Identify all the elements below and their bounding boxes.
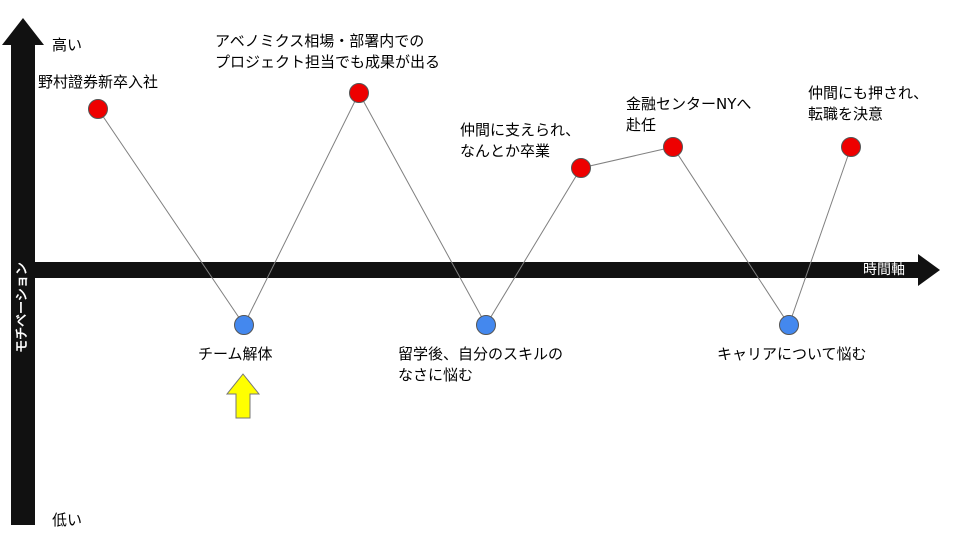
event-point-e7 bbox=[779, 315, 799, 335]
event-label-e6: 金融センターNYへ 赴任 bbox=[626, 95, 752, 134]
event-point-e2 bbox=[234, 315, 254, 335]
event-label-e5: 仲間に支えられ、 なんとか卒業 bbox=[460, 121, 581, 160]
event-point-e1 bbox=[88, 99, 108, 119]
event-label-e4: 留学後、自分のスキルの なさに悩む bbox=[398, 345, 564, 384]
event-label-e8: 仲間にも押され、 転職を決意 bbox=[808, 84, 929, 123]
y-axis-low-label: 低い bbox=[52, 511, 83, 529]
event-label-e3: アベノミクス相場・部署内での プロジェクト担当でも成果が出る bbox=[215, 32, 441, 71]
y-axis-high-label: 高い bbox=[52, 36, 83, 54]
event-point-e5 bbox=[571, 158, 591, 178]
x-axis-label: 時間軸 bbox=[863, 262, 905, 278]
horizontal-axis-arrow bbox=[35, 254, 940, 286]
y-axis-label: モチベーション bbox=[5, 242, 35, 372]
up-arrow-icon bbox=[225, 373, 261, 419]
y-axis-label-text: モチベーション bbox=[14, 261, 30, 353]
event-point-e8 bbox=[841, 137, 861, 157]
event-point-e3 bbox=[349, 83, 369, 103]
vertical-axis-arrow bbox=[2, 18, 44, 525]
event-point-e6 bbox=[663, 137, 683, 157]
event-point-e4 bbox=[476, 315, 496, 335]
event-label-e7: キャリアについて悩む bbox=[717, 345, 867, 363]
event-label-e2: チーム解体 bbox=[198, 345, 273, 363]
event-points bbox=[88, 83, 861, 335]
motivation-line bbox=[97, 91, 852, 327]
event-label-e1: 野村證券新卒入社 bbox=[38, 73, 159, 91]
